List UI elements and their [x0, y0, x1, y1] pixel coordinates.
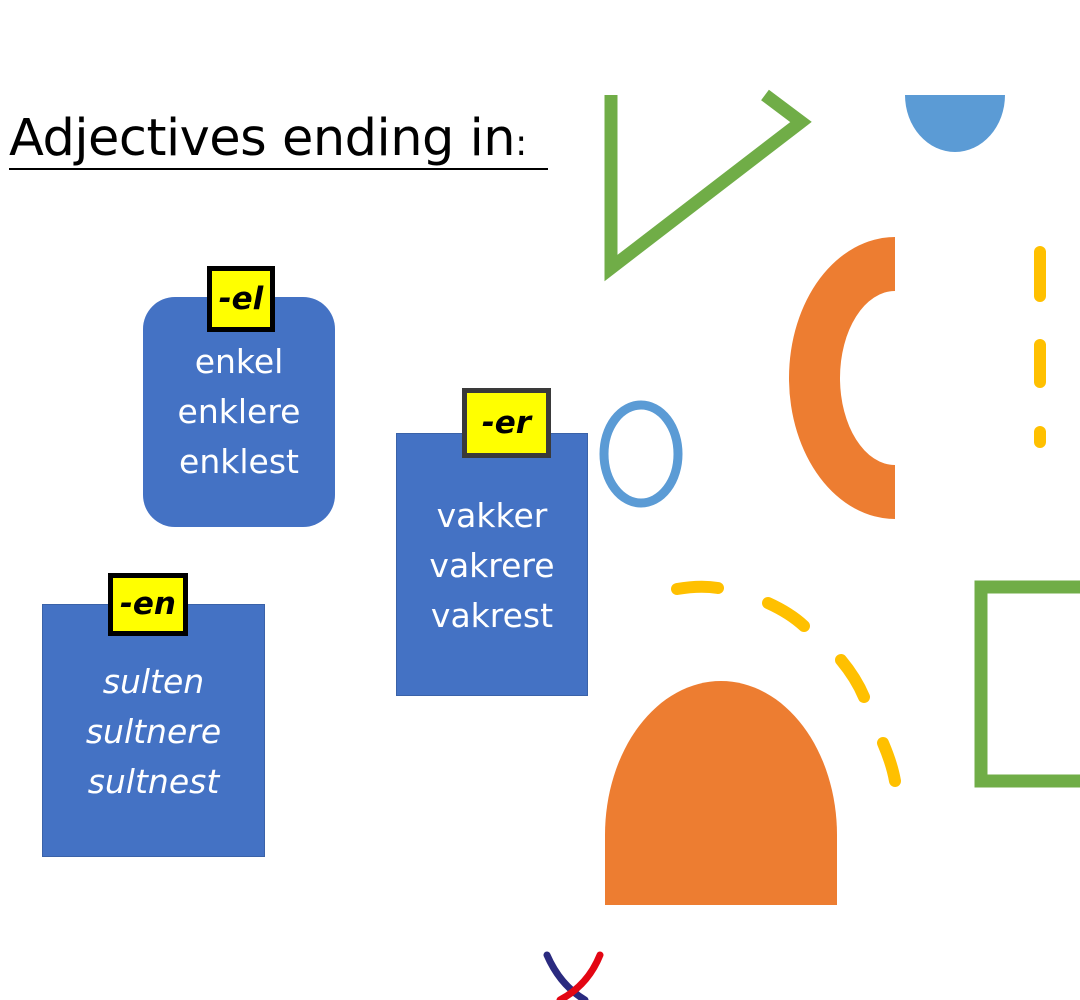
title-text: Adjectives ending in	[9, 109, 516, 168]
card-en-word-2: sultnere	[85, 712, 222, 751]
ring-shape	[599, 400, 683, 508]
card-er-word-3: vakrest	[430, 596, 554, 635]
square-shape	[974, 580, 1080, 788]
title-colon: :	[515, 123, 527, 164]
triangle-shape	[604, 89, 812, 282]
card-el: enkel enklere enklest	[143, 297, 335, 527]
card-el-words: enkel enklere enklest	[143, 337, 335, 487]
dome-shape	[605, 681, 837, 905]
card-el-word-2: enklere	[177, 392, 301, 431]
card-er-word-2: vakrere	[429, 546, 555, 585]
half-circle-shape	[905, 95, 1005, 152]
tag-el: -el	[207, 266, 275, 332]
card-er-words: vakker vakrere vakrest	[397, 491, 587, 641]
card-er-word-1: vakker	[436, 496, 548, 535]
card-en-words: sulten sultnere sultnest	[43, 657, 264, 807]
page-title: Adjectives ending in:	[9, 104, 527, 179]
card-en: sulten sultnere sultnest	[42, 604, 265, 857]
card-el-word-3: enklest	[179, 442, 299, 481]
arc-shape	[789, 237, 895, 519]
card-en-word-1: sulten	[102, 662, 205, 701]
tag-en: -en	[108, 573, 188, 636]
dashed-arc-shape	[671, 580, 901, 787]
logo-icon	[543, 951, 604, 1000]
card-er: vakker vakrere vakrest	[396, 433, 588, 696]
card-en-word-3: sultnest	[87, 762, 220, 801]
tag-er: -er	[462, 388, 551, 458]
title-underline	[9, 168, 548, 170]
card-el-word-1: enkel	[194, 342, 284, 381]
